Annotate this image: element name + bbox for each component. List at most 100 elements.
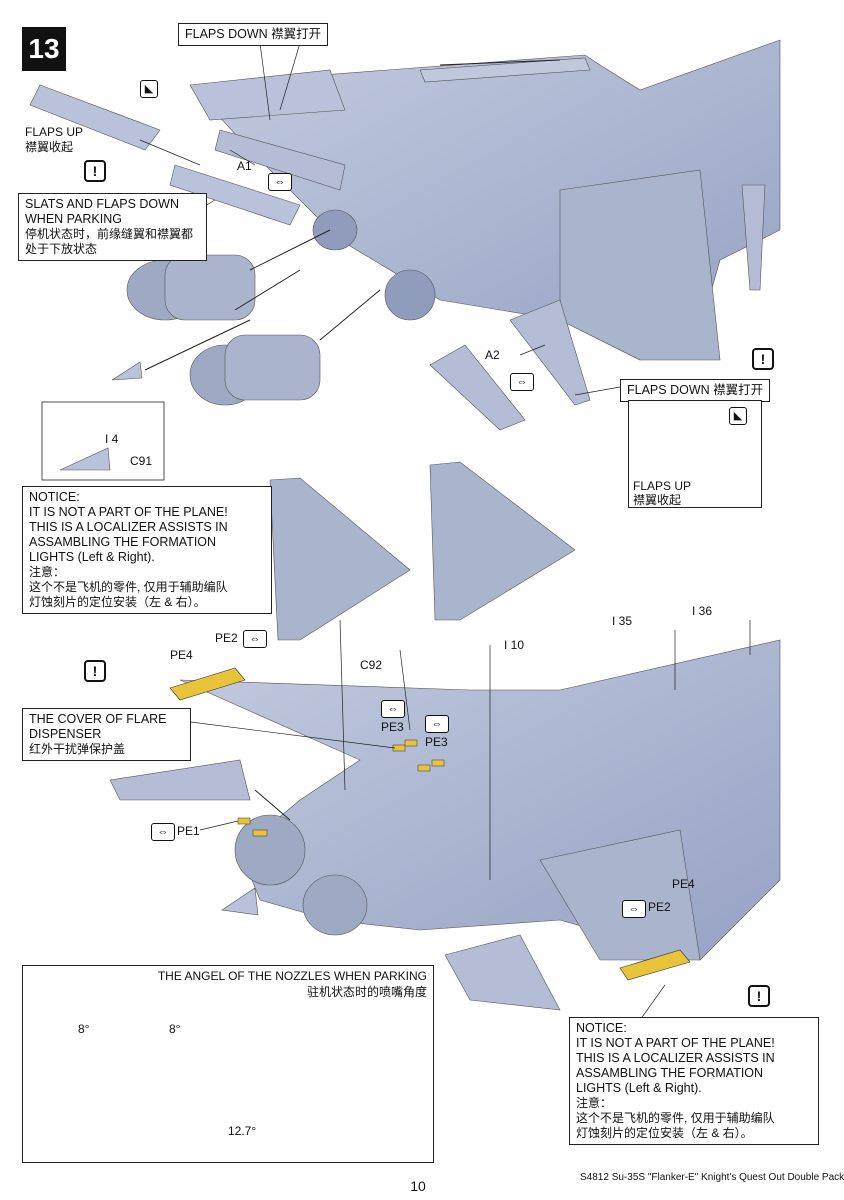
slats-flaps-box: SLATS AND FLAPS DOWN WHEN PARKING 停机状态时，… [18,193,207,261]
flaps-down-top-label: FLAPS DOWN 襟翼打开 [178,23,329,46]
notice-right-4: ASSAMBLING THE FORMATION [576,1066,764,1080]
label-pe2: PE2 [215,631,238,645]
pe3-part-4 [431,759,445,767]
warning-icon-1: ! [84,160,106,182]
notice-left-3: THIS IS A LOCALIZER ASSISTS IN [29,520,228,534]
upper-engine-socket-2 [312,209,358,251]
pe3-part-3 [417,764,431,772]
flaps-up-left-cn: 襟翼收起 [25,140,74,154]
lower-flap-right [444,934,561,1011]
label-a1: A1 [237,159,252,173]
footer-text: S4812 Su-35S "Flanker-E" Knight's Quest … [580,1172,844,1183]
angle-right: 8° [169,1022,181,1036]
symmetry-icon-6: ⇔ [151,823,175,841]
page-number: 10 [410,1178,426,1194]
label-pe1: PE1 [177,824,200,838]
slats-cn-1: 停机状态时，前缘缝翼和襟翼都 [25,227,194,241]
upper-fin-right [741,184,766,291]
notice-left-1: NOTICE: [29,490,80,504]
lower-tail-cone [221,887,259,916]
notice-right-cn-1: 注意： [576,1096,613,1110]
lower-nozzle-2 [302,874,368,936]
notice-box-left: NOTICE: IT IS NOT A PART OF THE PLANE! T… [22,486,272,614]
lower-wing-right [539,829,701,961]
pe4-part-left [169,667,246,701]
upper-nozzle-1-body [164,254,256,321]
notice-left-cn-3: 灯蚀刻片的定位安装（左 & 右）。 [29,595,206,609]
warning-icon-3: ! [84,660,106,682]
inset-title-en: THE ANGEL OF THE NOZZLES WHEN PARKING [157,969,427,983]
notice-left-4: ASSAMBLING THE FORMATION [29,535,217,549]
symmetry-icon-1: ⇔ [268,173,292,191]
tail-fin-left [269,477,411,641]
symmetry-icon-4: ⇔ [381,700,405,718]
upper-flap-a1 [214,129,346,191]
label-pe3-a: PE3 [381,720,404,734]
pe1-part-1 [237,817,251,825]
label-i10: I 10 [504,638,525,652]
angle-side: 12.7° [228,1124,257,1138]
flap-up-icon-left: ◣ [140,80,158,98]
step-number: 13 [22,27,66,71]
flaps-up-right-cn: 襟翼收起 [633,493,682,507]
flare-en-2: DISPENSER [29,727,102,741]
notice-left-2: IT IS NOT A PART OF THE PLANE! [29,505,228,519]
upper-tail-cone [111,361,143,381]
flare-box: THE COVER OF FLARE DISPENSER 红外干扰弹保护盖 [22,708,191,761]
pe1-part-2 [252,829,268,837]
notice-right-2: IT IS NOT A PART OF THE PLANE! [576,1036,775,1050]
notice-right-3: THIS IS A LOCALIZER ASSISTS IN [576,1051,775,1065]
slats-cn-2: 处于下放状态 [25,242,98,256]
pe4-part-right [619,949,691,981]
label-i36: I 36 [692,604,713,618]
flap-up-icon-right: ◣ [729,407,747,425]
lower-nozzle-1 [234,814,306,886]
label-pe4-b: PE4 [672,877,695,891]
warning-icon-2: ! [752,348,774,370]
symmetry-icon-5: ⇔ [425,715,449,733]
slats-en-1: SLATS AND FLAPS DOWN [25,197,179,211]
symmetry-icon-3: ⇔ [243,630,267,648]
upper-engine-socket [384,269,436,321]
slats-en-2: WHEN PARKING [25,212,122,226]
label-i35: I 35 [612,614,633,628]
upper-flap-a2 [509,299,591,406]
label-pe2-b: PE2 [648,900,671,914]
upper-flap-left-small [29,84,161,151]
nozzle-angle-inset: THE ANGEL OF THE NOZZLES WHEN PARKING 驻机… [22,965,434,1163]
upper-long-flap [419,57,591,83]
notice-right-5: LIGHTS (Left & Right). [576,1081,702,1095]
c91-cone [59,447,111,471]
symmetry-icon-7: ⇔ [622,900,646,918]
label-pe3-b: PE3 [425,735,448,749]
label-c92: C92 [360,658,383,672]
label-a2: A2 [485,348,500,362]
symmetry-icon-2: ⇔ [510,373,534,391]
upper-slat-left [169,164,301,226]
notice-right-1: NOTICE: [576,1021,627,1035]
flaps-up-right-en: FLAPS UP [633,479,692,493]
flare-en-1: THE COVER OF FLARE [29,712,167,726]
upper-wing-right [559,169,721,361]
notice-box-right: NOTICE: IT IS NOT A PART OF THE PLANE! T… [569,1017,819,1145]
inset-title-cn: 驻机状态时的喷嘴角度 [306,985,427,999]
tail-fin-right [429,461,576,621]
warning-icon-4: ! [748,985,770,1007]
label-pe4: PE4 [170,648,193,662]
upper-flap-top [189,69,346,121]
angle-left: 8° [78,1022,90,1036]
label-c91: C91 [130,454,153,468]
notice-left-cn-2: 这个不是飞机的零件, 仅用于辅助编队 [29,580,228,594]
notice-left-5: LIGHTS (Left & Right). [29,550,155,564]
notice-right-cn-2: 这个不是飞机的零件, 仅用于辅助编队 [576,1111,775,1125]
flaps-down-right-label: FLAPS DOWN 襟翼打开 [620,379,771,402]
leader-lines [139,42,751,1021]
flare-cn: 红外干扰弹保护盖 [29,742,126,756]
flaps-up-left-en: FLAPS UP [25,125,84,139]
pe3-part-2 [404,739,418,747]
notice-left-cn-1: 注意： [29,565,66,579]
label-i4: I 4 [105,432,119,446]
notice-right-cn-3: 灯蚀刻片的定位安装（左 & 右）。 [576,1126,753,1140]
upper-nozzle-2-body [224,334,321,401]
lower-flap-left [109,759,251,801]
